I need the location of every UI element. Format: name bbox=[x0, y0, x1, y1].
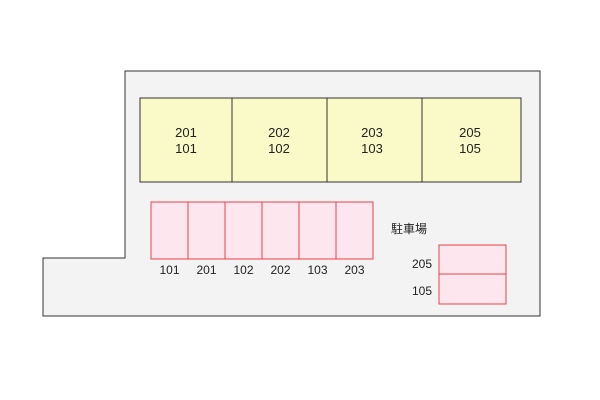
parking-slot bbox=[224, 201, 263, 260]
unit-lower-number: 105 bbox=[459, 141, 481, 156]
parking-slot bbox=[261, 201, 300, 260]
parking-title: 駐車場 bbox=[391, 222, 428, 236]
parking-slot bbox=[298, 201, 337, 260]
unit-lower-number: 101 bbox=[175, 141, 197, 156]
unit-label: 201 101 bbox=[140, 125, 232, 157]
parking-slot-label: 201 bbox=[196, 263, 217, 277]
parking-slot-label: 101 bbox=[159, 263, 180, 277]
unit-label: 202 102 bbox=[233, 125, 325, 157]
unit-upper-number: 201 bbox=[175, 125, 197, 140]
parking-slot bbox=[187, 201, 226, 260]
unit-lower-number: 102 bbox=[268, 141, 290, 156]
parking-slot bbox=[335, 201, 374, 260]
unit-label: 203 103 bbox=[326, 125, 418, 157]
building-outline bbox=[139, 97, 522, 183]
unit-upper-number: 202 bbox=[268, 125, 290, 140]
parking-slot-label: 103 bbox=[307, 263, 328, 277]
parking-slot bbox=[438, 273, 507, 305]
parking-slot bbox=[438, 244, 507, 275]
parking-slot-label: 205 bbox=[411, 257, 432, 271]
parking-side bbox=[438, 244, 507, 305]
unit-upper-number: 205 bbox=[459, 125, 481, 140]
parking-slot-label: 203 bbox=[344, 263, 365, 277]
parking-slot-label: 202 bbox=[270, 263, 291, 277]
parking-slot-label: 102 bbox=[233, 263, 254, 277]
unit-lower-number: 103 bbox=[361, 141, 383, 156]
parking-row bbox=[150, 201, 374, 260]
unit-upper-number: 203 bbox=[361, 125, 383, 140]
building bbox=[139, 97, 522, 183]
parking-slot bbox=[150, 201, 189, 260]
parking-slot-label: 105 bbox=[411, 284, 432, 298]
unit-label: 205 105 bbox=[424, 125, 516, 157]
